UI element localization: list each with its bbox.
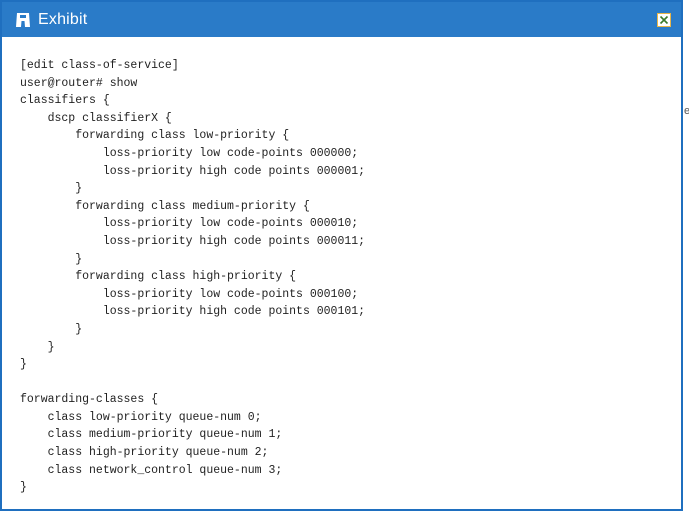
code-line: loss-priority low code-points 000100; [20,287,359,301]
code-line: user@router# show [20,76,138,90]
code-line: forwarding class low-priority { [20,129,290,143]
code-line: class network_control queue-num 3; [20,463,283,477]
close-button[interactable] [657,12,671,27]
config-code-block: [edit class-of-service] user@router# show… [20,57,663,497]
code-line: } [20,322,83,336]
code-line [20,374,663,392]
code-line: classifiers { [20,94,110,108]
code-line: forwarding class high-priority { [20,270,297,284]
code-line: loss-priority high code points 000101; [20,305,366,319]
code-line: loss-priority high code points 000011; [20,234,366,248]
code-line: class high-priority queue-num 2; [20,446,269,460]
code-line: dscp classifierX { [20,111,172,125]
edge-text-fragment: e [684,105,689,117]
window-title: Exhibit [38,10,88,28]
code-line: } [20,358,27,372]
code-line: } [20,481,27,495]
code-line: [edit class-of-service] [20,59,179,72]
code-line: } [20,252,83,266]
code-line: } [20,182,83,196]
close-icon [659,15,669,24]
exhibit-icon [14,12,32,28]
code-line: loss-priority low code-points 000000; [20,146,359,160]
code-line: forwarding-classes { [20,393,159,407]
code-line: class low-priority queue-num 0; [20,410,262,424]
code-line: loss-priority high code points 000001; [20,164,366,178]
title-bar: Exhibit [2,2,681,37]
code-line: forwarding class medium-priority { [20,199,310,213]
exhibit-content: [edit class-of-service] user@router# show… [2,37,681,497]
code-line: loss-priority low code-points 000010; [20,217,359,231]
code-line: class medium-priority queue-num 1; [20,428,283,442]
code-line: } [20,340,55,354]
